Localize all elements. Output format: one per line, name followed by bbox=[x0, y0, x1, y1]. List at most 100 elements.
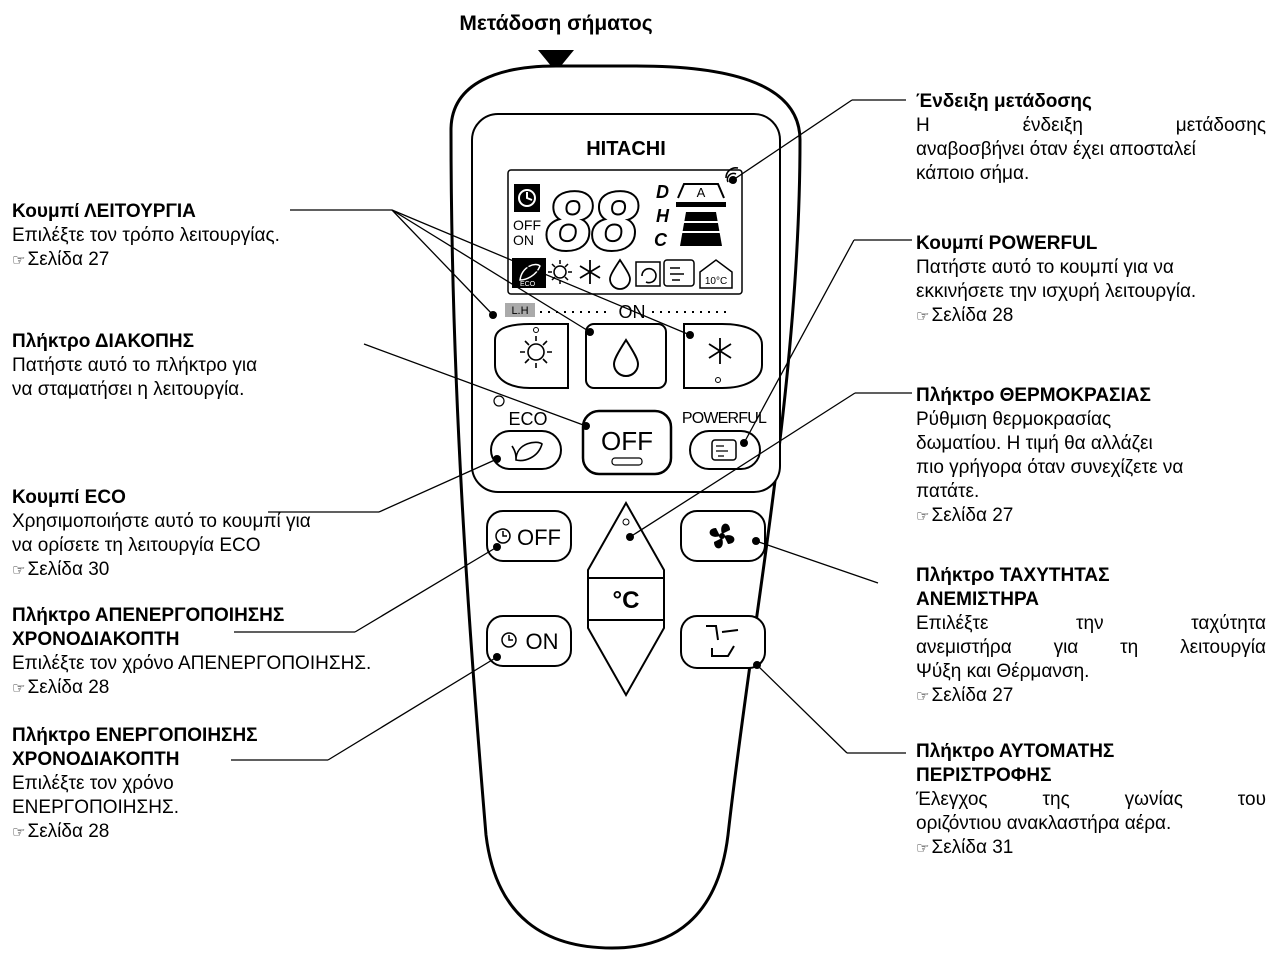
callout-transmit-title: Ένδειξη μετάδοσης bbox=[916, 91, 1092, 112]
callout-fan-desc2: ανεμιστήρα για τη λειτουργία bbox=[916, 637, 1266, 658]
lcd-on-label: ON bbox=[513, 232, 534, 248]
powerful-button-label: POWERFUL bbox=[682, 410, 767, 427]
callout-powerful: Κουμπί POWERFUL Πατήστε αυτό το κουμπί γ… bbox=[916, 232, 1266, 329]
dry-mode-button[interactable] bbox=[585, 323, 667, 389]
brand-logo: HITACHI bbox=[586, 138, 666, 160]
hand-pointer-icon: ☞ bbox=[12, 562, 26, 579]
callout-eco-desc2: να ορίσετε τη λειτουργία ECO bbox=[12, 535, 261, 556]
powerful-icon bbox=[663, 259, 695, 287]
callout-off-timer: Πλήκτρο ΑΠΕΝΕΡΓΟΠΟΙΗΣΗΣ ΧΡΟΝΟΔΙΑΚΟΠΤΗ Επ… bbox=[12, 604, 452, 701]
sun-icon bbox=[548, 260, 572, 284]
timer-off-label: OFF bbox=[517, 525, 561, 550]
temp-down-button[interactable] bbox=[587, 619, 665, 698]
on-indicator: ON bbox=[619, 302, 646, 322]
hand-pointer-icon: ☞ bbox=[12, 680, 26, 697]
callout-swing-ref: Σελίδα 31 bbox=[931, 837, 1014, 858]
callout-swing-desc2: οριζόντιου ανακλαστήρα αέρα. bbox=[916, 813, 1172, 834]
svg-text:A: A bbox=[697, 185, 706, 200]
cycle-icon bbox=[635, 261, 661, 287]
callout-off-timer-title1: Πλήκτρο ΑΠΕΝΕΡΓΟΠΟΙΗΣΗΣ bbox=[12, 605, 285, 626]
swing-button[interactable] bbox=[680, 615, 766, 669]
callout-eco-title: Κουμπί ECO bbox=[12, 487, 126, 508]
temp-unit-box bbox=[587, 577, 665, 621]
callout-on-timer-desc1: Επιλέξτε τον χρόνο bbox=[12, 773, 174, 794]
callout-swing: Πλήκτρο ΑΥΤΟΜΑΤΗΣ ΠΕΡΙΣΤΡΟΦΗΣ Έλεγχος τη… bbox=[916, 740, 1266, 861]
fan-speed-button[interactable] bbox=[680, 510, 766, 562]
callout-powerful-desc2: εκκινήσετε την ισχυρή λειτουργία. bbox=[916, 281, 1197, 302]
callout-swing-title2: ΠΕΡΙΣΤΡΟΦΗΣ bbox=[916, 765, 1052, 786]
callout-mode: Κουμπί ΛΕΙΤΟΥΡΓΙΑ Επιλέξτε τον τρόπο λει… bbox=[12, 200, 452, 273]
callout-transmit: Ένδειξη μετάδοσης Η ένδειξη μετάδοσης αν… bbox=[916, 90, 1266, 186]
lh-indicator: L.H bbox=[511, 305, 528, 317]
callout-fan-desc1: Επιλέξτε την ταχύτητα bbox=[916, 613, 1266, 634]
timer-off-button[interactable]: OFF bbox=[486, 510, 572, 562]
lcd-digits: 88 bbox=[546, 176, 638, 267]
off-button-label: OFF bbox=[601, 426, 653, 456]
timer-on-button[interactable]: ON bbox=[486, 615, 572, 667]
temp-unit-label: °C bbox=[613, 587, 640, 614]
eco-button-label: ECO bbox=[508, 409, 547, 429]
callout-on-timer-title2: ΧΡΟΝΟΔΙΑΚΟΠΤΗ bbox=[12, 749, 180, 770]
heat-mode-button[interactable] bbox=[494, 323, 569, 389]
eco-button[interactable] bbox=[490, 430, 562, 470]
callout-fan: Πλήκτρο ΤΑΧΥΤΗΤΑΣ ΑΝΕΜΙΣΤΗΡΑ Επιλέξτε τη… bbox=[916, 564, 1266, 709]
swing-icon bbox=[706, 625, 739, 657]
callout-stop-desc2: να σταματήσει η λειτουργία. bbox=[12, 379, 245, 400]
fan-speed-bars-icon: A bbox=[676, 183, 726, 246]
fan-icon bbox=[709, 523, 735, 549]
callout-fan-desc3: Ψύξη και Θέρμανση. bbox=[916, 661, 1090, 682]
lcd-unit-c: C bbox=[654, 230, 668, 250]
callout-temp-title: Πλήκτρο ΘΕΡΜΟΚΡΑΣΙΑΣ bbox=[916, 385, 1151, 406]
callout-stop-title: Πλήκτρο ΔΙΑΚΟΠΗΣ bbox=[12, 331, 195, 352]
callout-mode-ref: Σελίδα 27 bbox=[27, 249, 110, 270]
powerful-button[interactable] bbox=[689, 430, 761, 470]
callout-off-timer-title2: ΧΡΟΝΟΔΙΑΚΟΠΤΗ bbox=[12, 629, 180, 650]
callout-off-timer-desc: Επιλέξτε τον χρόνο ΑΠΕΝΕΡΓΟΠΟΙΗΣΗΣ. bbox=[12, 653, 372, 674]
hand-pointer-icon: ☞ bbox=[916, 688, 930, 705]
callout-on-timer-title1: Πλήκτρο ΕΝΕΡΓΟΠΟΙΗΣΗΣ bbox=[12, 725, 258, 746]
leader-lines bbox=[231, 99, 912, 761]
callout-swing-desc1: Έλεγχος της γωνίας του bbox=[916, 789, 1266, 810]
callout-eco-desc1: Χρησιμοποιήστε αυτό το κουμπί για bbox=[12, 511, 311, 532]
hand-pointer-icon: ☞ bbox=[916, 508, 930, 525]
transmission-label: Μετάδοση σήματος bbox=[459, 12, 652, 35]
lcd-unit-d: D bbox=[656, 182, 669, 202]
callout-temp-desc4: πατάτε. bbox=[916, 481, 980, 502]
callout-powerful-title: Κουμπί POWERFUL bbox=[916, 233, 1098, 254]
lcd-display bbox=[507, 169, 743, 295]
hand-pointer-icon: ☞ bbox=[916, 308, 930, 325]
hand-pointer-icon: ☞ bbox=[916, 840, 930, 857]
callout-eco-ref: Σελίδα 30 bbox=[27, 559, 110, 580]
callout-powerful-desc1: Πατήστε αυτό το κουμπί για να bbox=[916, 257, 1174, 278]
svg-text:10°C: 10°C bbox=[705, 276, 727, 287]
callout-temp-ref: Σελίδα 27 bbox=[931, 505, 1014, 526]
transmission-arrow bbox=[538, 50, 574, 72]
callout-stop-desc1: Πατήστε αυτό το πλήκτρο για bbox=[12, 355, 258, 376]
lcd-unit-h: H bbox=[656, 206, 670, 226]
cool-mode-button[interactable] bbox=[683, 323, 763, 389]
timer-on-label: ON bbox=[526, 629, 559, 654]
callout-transmit-desc1: Η ένδειξη μετάδοσης bbox=[916, 115, 1266, 136]
callout-temp-desc1: Ρύθμιση θερμοκρασίας bbox=[916, 409, 1112, 430]
callout-on-timer: Πλήκτρο ΕΝΕΡΓΟΠΟΙΗΣΗΣ ΧΡΟΝΟΔΙΑΚΟΠΤΗ Επιλ… bbox=[12, 724, 332, 845]
callout-fan-ref: Σελίδα 27 bbox=[931, 685, 1014, 706]
off-button[interactable]: OFF bbox=[581, 409, 673, 476]
home-icon: 10°C bbox=[699, 259, 733, 289]
callout-temp: Πλήκτρο ΘΕΡΜΟΚΡΑΣΙΑΣ Ρύθμιση θερμοκρασία… bbox=[916, 384, 1266, 529]
leader-dots bbox=[489, 176, 761, 669]
callout-on-timer-desc2: ΕΝΕΡΓΟΠΟΙΗΣΗΣ. bbox=[12, 797, 179, 818]
hand-pointer-icon: ☞ bbox=[12, 252, 26, 269]
callout-fan-title1: Πλήκτρο ΤΑΧΥΤΗΤΑΣ bbox=[916, 565, 1110, 586]
callout-swing-title1: Πλήκτρο ΑΥΤΟΜΑΤΗΣ bbox=[916, 741, 1115, 762]
callout-powerful-ref: Σελίδα 28 bbox=[931, 305, 1014, 326]
callout-stop: Πλήκτρο ΔΙΑΚΟΠΗΣ Πατήστε αυτό το πλήκτρο… bbox=[12, 330, 352, 402]
snowflake-icon bbox=[579, 260, 601, 284]
callout-transmit-desc3: κάποιο σήμα. bbox=[916, 163, 1030, 184]
callout-mode-desc: Επιλέξτε τον τρόπο λειτουργίας. bbox=[12, 225, 280, 246]
drop-icon bbox=[609, 258, 631, 290]
clock-icon bbox=[495, 528, 511, 544]
callout-mode-title: Κουμπί ΛΕΙΤΟΥΡΓΙΑ bbox=[12, 201, 196, 222]
callout-on-timer-ref: Σελίδα 28 bbox=[27, 821, 110, 842]
callout-temp-desc3: πιο γρήγορα όταν συνεχίζετε να bbox=[916, 457, 1184, 478]
